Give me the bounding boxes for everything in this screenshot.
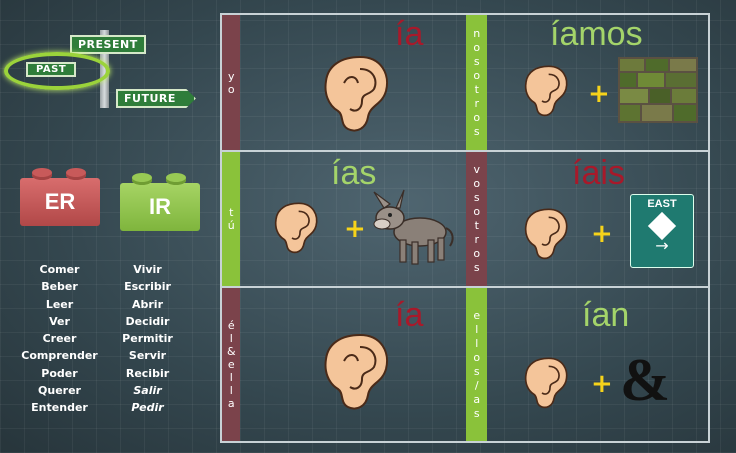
pronoun-strip-yo: yo	[222, 15, 240, 150]
brick-stud	[132, 173, 152, 185]
ending-nosotros: íamos	[550, 15, 643, 53]
ending-el-ella: ía	[395, 296, 424, 334]
pronoun-label: yo	[224, 69, 238, 96]
ear-icon	[274, 202, 318, 254]
verb: Decidir	[125, 314, 170, 328]
grid-line	[220, 286, 710, 288]
east-label: EAST	[647, 198, 677, 210]
pronoun-strip-vosotros: vosotros	[466, 152, 487, 286]
ear-icon	[524, 208, 568, 260]
pronoun-label: nosotros	[470, 26, 484, 139]
ear-icon	[324, 55, 388, 132]
grid-line	[220, 13, 222, 443]
past-sign: PAST	[26, 62, 77, 77]
ending-ellos: ían	[582, 296, 630, 334]
ir-verb-list: Vivir Escribir Abrir Decidir Permitir Se…	[110, 261, 185, 417]
pronoun-strip-nosotros: nosotros	[466, 15, 487, 150]
grid-line	[220, 13, 710, 15]
arrow-right-icon: →	[655, 236, 669, 255]
ending-vosotros: íais	[572, 154, 625, 192]
pronoun-label: ellos/as	[470, 308, 484, 421]
plus-icon: +	[591, 219, 613, 249]
brick-stud	[66, 168, 86, 180]
plus-icon: +	[588, 79, 610, 109]
pronoun-strip-tu: tú	[222, 152, 240, 286]
verb: Servir	[128, 349, 167, 363]
grid-line	[220, 441, 710, 443]
verb: Comprender	[21, 349, 98, 363]
ear-icon	[524, 65, 568, 117]
pronoun-label: vosotros	[470, 163, 484, 275]
verb: Comer	[39, 263, 80, 276]
conjugation-grid: yo tú él&ella nosotros vosotros ellos/as…	[220, 13, 710, 443]
er-label: ER	[44, 189, 76, 214]
pronoun-strip-el-ella: él&ella	[222, 288, 240, 441]
verb: Permitir	[122, 332, 173, 346]
ear-icon	[524, 357, 568, 409]
verb: Beber	[41, 280, 78, 294]
grid-line	[708, 13, 710, 443]
plus-icon: +	[344, 214, 366, 244]
verb: Entender	[31, 401, 88, 415]
verb: Pedir	[131, 401, 164, 415]
brick-stud	[166, 173, 186, 185]
ending-tu: ías	[331, 154, 377, 192]
stone-wall-icon	[618, 57, 698, 123]
verb: Abrir	[131, 297, 163, 311]
ampersand-icon: &	[620, 347, 670, 413]
ir-brick: IR	[120, 173, 200, 231]
verb: Querer	[38, 384, 81, 398]
er-brick: ER	[20, 168, 100, 226]
brick-stud	[32, 168, 52, 180]
east-road-sign: EAST →	[630, 194, 694, 268]
pronoun-label: tú	[224, 206, 238, 232]
diamond-icon	[647, 211, 677, 241]
present-sign: PRESENT	[70, 35, 146, 54]
ending-yo: ía	[395, 15, 424, 53]
verb: Vivir	[133, 263, 162, 276]
past-highlight-ring	[4, 52, 110, 90]
verb: Recibir	[125, 366, 170, 380]
donkey-icon	[373, 189, 454, 265]
verb: Poder	[41, 366, 78, 380]
verb: Salir	[133, 384, 162, 398]
pronoun-label: él&ella	[224, 319, 238, 410]
verb: Ver	[49, 314, 70, 328]
verb: Creer	[42, 332, 77, 346]
pronoun-strip-ellos: ellos/as	[466, 288, 487, 441]
ir-label: IR	[149, 194, 171, 219]
verb: Leer	[45, 297, 74, 311]
ear-icon	[324, 333, 388, 410]
plus-icon: +	[591, 369, 613, 399]
future-sign: FUTURE	[116, 89, 196, 108]
grid-line	[220, 150, 710, 152]
er-verb-list: Comer Beber Leer Ver Creer Comprender Po…	[12, 261, 107, 417]
verb: Escribir	[124, 280, 171, 294]
